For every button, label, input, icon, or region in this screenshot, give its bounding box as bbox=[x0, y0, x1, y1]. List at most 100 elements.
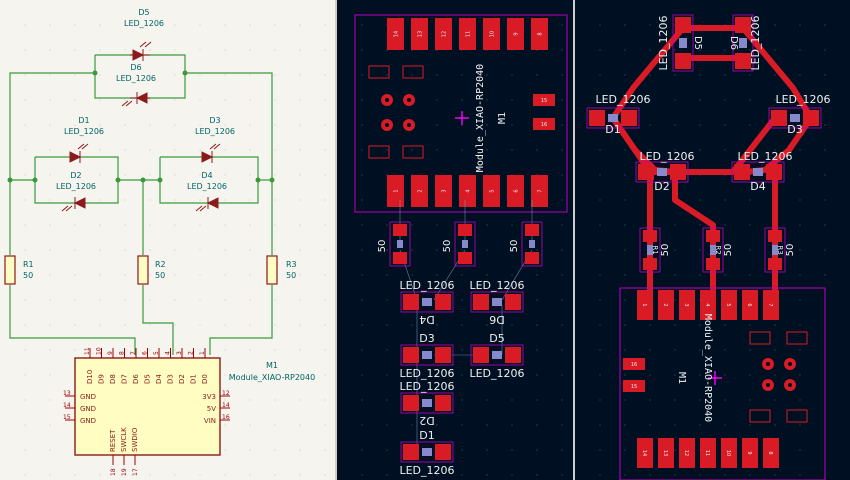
grid-dot bbox=[24, 374, 26, 376]
grid-dot bbox=[511, 224, 513, 226]
module-pad-number: 4 bbox=[466, 189, 472, 192]
grid-dot bbox=[74, 149, 76, 151]
grid-dot bbox=[149, 124, 151, 126]
grid-dot bbox=[599, 274, 601, 276]
junction-dot bbox=[269, 177, 275, 183]
grid-dot bbox=[724, 374, 726, 376]
grid-dot bbox=[49, 474, 51, 476]
grid-dot bbox=[774, 149, 776, 151]
grid-dot bbox=[124, 149, 126, 151]
grid-dot bbox=[224, 374, 226, 376]
module-anchor-cross bbox=[455, 111, 469, 125]
grid-dot bbox=[49, 149, 51, 151]
grid-dot bbox=[511, 99, 513, 101]
grid-dot bbox=[224, 149, 226, 151]
module-left-pin-number: 15 bbox=[63, 414, 71, 421]
grid-dot bbox=[174, 74, 176, 76]
resistor-value-label: 50 bbox=[509, 240, 520, 253]
resistor-value-r3: 50 bbox=[286, 271, 296, 280]
grid-dot bbox=[274, 174, 276, 176]
grid-dot bbox=[361, 99, 363, 101]
led-body-marker bbox=[679, 38, 687, 48]
grid-dot bbox=[699, 274, 701, 276]
grid-dot bbox=[461, 424, 463, 426]
grid-dot bbox=[274, 49, 276, 51]
grid-dot bbox=[361, 124, 363, 126]
grid-dot bbox=[249, 74, 251, 76]
grid-dot bbox=[324, 274, 326, 276]
module-top-pin-name: D7 bbox=[121, 374, 129, 384]
resistor-ref-r3: R3 bbox=[286, 260, 297, 269]
module-top-pin-number: 1 bbox=[199, 351, 206, 355]
grid-dot bbox=[824, 224, 826, 226]
junction-dot bbox=[182, 70, 188, 76]
led-ref-label: D1 bbox=[605, 123, 620, 136]
resistor-body-marker bbox=[529, 240, 535, 248]
grid-dot bbox=[411, 74, 413, 76]
grid-dot bbox=[724, 149, 726, 151]
grid-dot bbox=[536, 449, 538, 451]
grid-dot bbox=[749, 49, 751, 51]
small-pad-15 bbox=[623, 380, 645, 392]
grid-dot bbox=[599, 24, 601, 26]
led-symbol-d2 bbox=[61, 197, 86, 212]
grid-dot bbox=[24, 249, 26, 251]
grid-dot bbox=[224, 224, 226, 226]
grid-dot bbox=[324, 374, 326, 376]
grid-dot bbox=[174, 299, 176, 301]
grid-dot bbox=[49, 124, 51, 126]
grid-dot bbox=[624, 299, 626, 301]
grid-dot bbox=[411, 424, 413, 426]
grid-dot bbox=[124, 249, 126, 251]
grid-dot bbox=[149, 349, 151, 351]
grid-dot bbox=[24, 449, 26, 451]
grid-dot bbox=[411, 374, 413, 376]
module-courtyard bbox=[354, 14, 568, 213]
grid-dot bbox=[249, 249, 251, 251]
grid-dot bbox=[361, 49, 363, 51]
module-pad-number: 10 bbox=[725, 450, 731, 456]
grid-dot bbox=[249, 449, 251, 451]
grid-dot bbox=[624, 74, 626, 76]
resistor-ref-r2: R2 bbox=[155, 260, 166, 269]
grid-dot bbox=[386, 149, 388, 151]
grid-dot bbox=[486, 224, 488, 226]
grid-dot bbox=[224, 49, 226, 51]
resistor-value-r1: 50 bbox=[23, 271, 33, 280]
grid-dot bbox=[361, 449, 363, 451]
module-top-pin-number: 5 bbox=[153, 351, 160, 355]
grid-dot bbox=[49, 49, 51, 51]
pad-hole bbox=[385, 123, 389, 127]
module-pad-number: 14 bbox=[394, 31, 400, 37]
grid-dot bbox=[724, 349, 726, 351]
junction-dot bbox=[92, 70, 98, 76]
wire-d1d2-box bbox=[34, 156, 119, 204]
grid-dot bbox=[224, 99, 226, 101]
resistor-pad bbox=[525, 252, 539, 264]
grid-dot bbox=[674, 399, 676, 401]
module-body[interactable] bbox=[74, 357, 221, 456]
grid-dot bbox=[599, 149, 601, 151]
grid-dot bbox=[461, 274, 463, 276]
grid-dot bbox=[724, 224, 726, 226]
module-pad-number: 2 bbox=[418, 189, 424, 192]
module-pad bbox=[700, 290, 716, 320]
grid-dot bbox=[599, 74, 601, 76]
grid-dot bbox=[561, 74, 563, 76]
resistor-courtyard bbox=[454, 221, 476, 267]
module-top-pin-name: D1 bbox=[190, 374, 198, 384]
module-pad bbox=[507, 175, 524, 207]
grid-dot bbox=[361, 324, 363, 326]
led-body-marker bbox=[422, 448, 432, 456]
small-pad-15 bbox=[533, 94, 555, 106]
grid-dot bbox=[649, 424, 651, 426]
grid-dot bbox=[49, 299, 51, 301]
junction-dot bbox=[157, 177, 163, 183]
grid-dot bbox=[249, 299, 251, 301]
module-bottom-pin-number: 18 bbox=[110, 468, 117, 476]
grid-dot bbox=[674, 249, 676, 251]
grid-dot bbox=[599, 99, 601, 101]
grid-dot bbox=[299, 349, 301, 351]
